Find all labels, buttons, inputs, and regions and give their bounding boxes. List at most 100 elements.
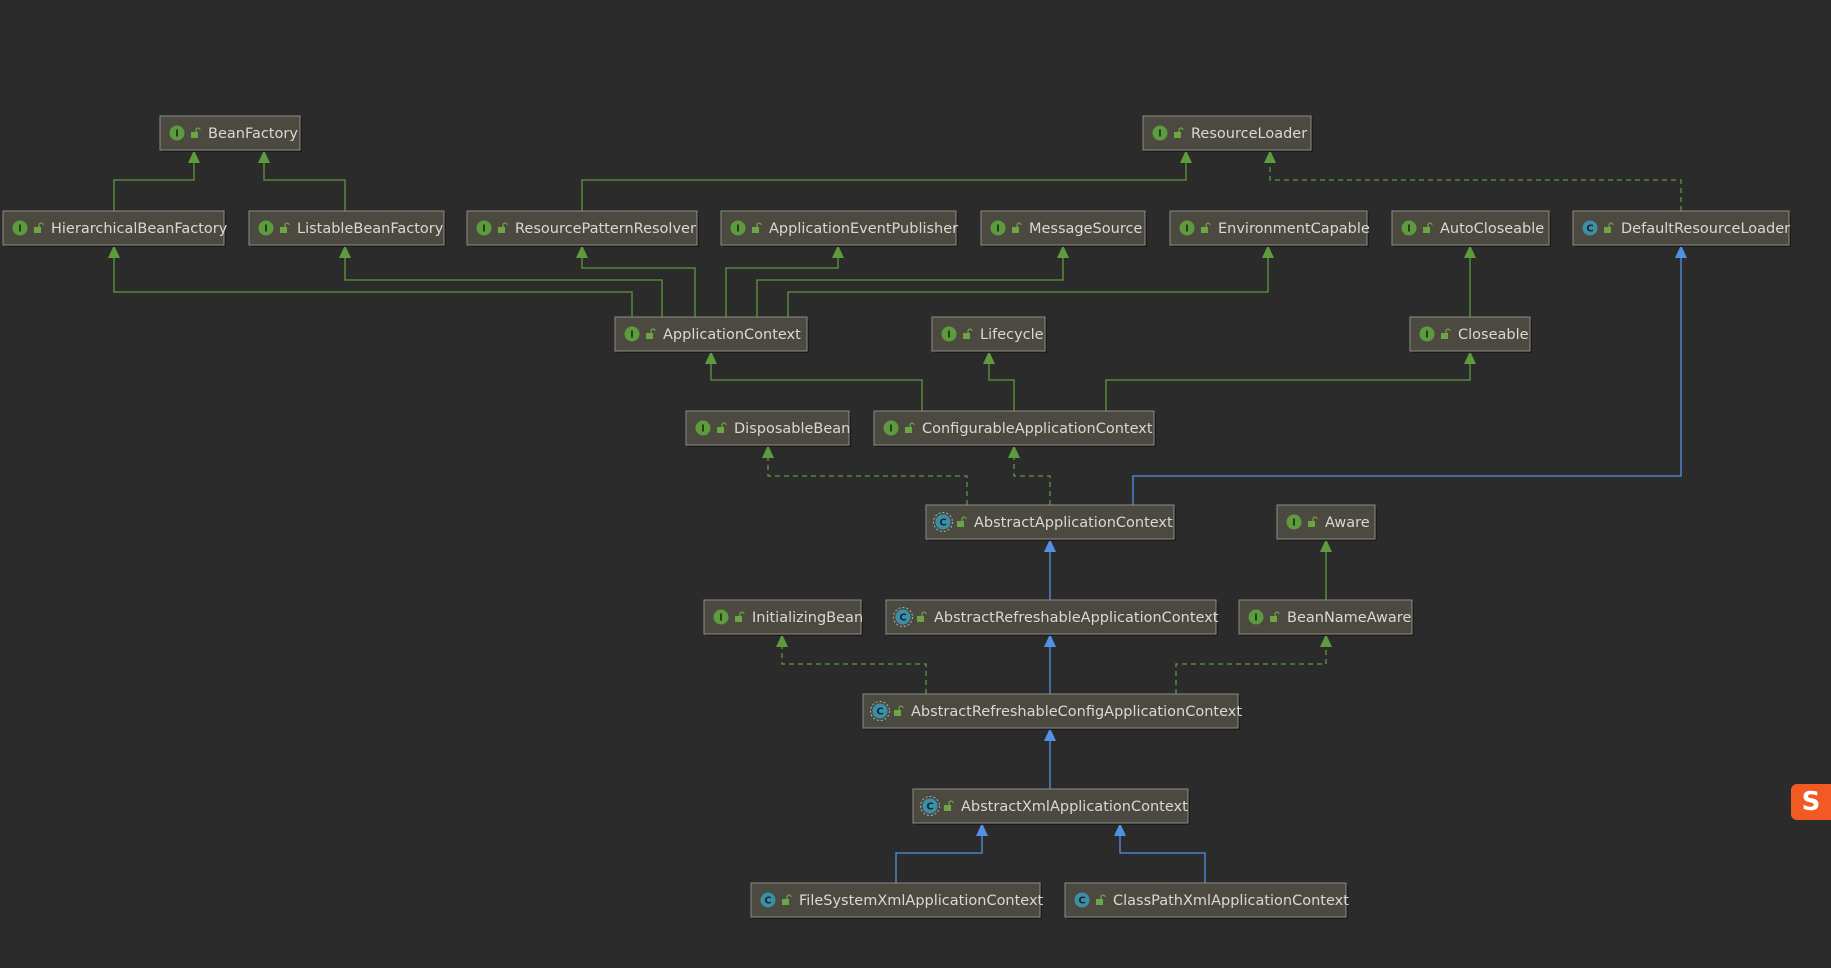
svg-text:I: I — [889, 424, 893, 435]
interface-icon: I — [883, 420, 899, 436]
edge-arrowhead-icon — [976, 823, 988, 836]
edge-arrowhead-icon — [762, 445, 774, 458]
interface-icon: I — [624, 326, 640, 342]
edge-line — [1119, 835, 1206, 883]
svg-text:C: C — [1586, 224, 1593, 235]
edge-arrowhead-icon — [1114, 823, 1126, 836]
node-environment-capable[interactable]: I EnvironmentCapable — [1169, 210, 1370, 247]
edge-line — [767, 457, 968, 505]
interface-icon: I — [12, 220, 28, 236]
interface-icon: I — [695, 420, 711, 436]
public-visibility-icon — [1270, 611, 1280, 622]
edge-line — [1013, 457, 1051, 505]
node-label: Closeable — [1458, 327, 1529, 343]
edge-arrowhead-icon — [108, 245, 120, 258]
node-label: ClassPathXmlApplicationContext — [1113, 893, 1349, 909]
edge-abstract-application-context-to-configurable-application-context — [1008, 445, 1051, 505]
node-box — [1391, 210, 1550, 246]
edge-line — [725, 257, 839, 317]
edge-arrowhead-icon — [1464, 245, 1476, 258]
edge-listable-bean-factory-to-bean-factory — [258, 150, 346, 211]
node-box — [1142, 115, 1312, 151]
interface-icon: I — [1419, 326, 1435, 342]
node-label: EnvironmentCapable — [1218, 221, 1370, 237]
public-visibility-icon — [498, 222, 508, 233]
edge-application-context-to-environment-capable — [787, 245, 1274, 317]
node-label: ApplicationContext — [663, 327, 801, 343]
edge-line — [1269, 162, 1682, 211]
edges-layer — [108, 150, 1687, 883]
public-visibility-icon — [717, 422, 727, 433]
svg-text:C: C — [939, 518, 946, 529]
node-box — [466, 210, 698, 246]
public-visibility-icon — [782, 894, 792, 905]
edge-arrowhead-icon — [1044, 634, 1056, 647]
svg-text:I: I — [18, 224, 22, 235]
edge-line — [113, 257, 633, 317]
public-visibility-icon — [917, 611, 927, 622]
interface-icon: I — [1286, 514, 1302, 530]
svg-text:C: C — [926, 802, 933, 813]
svg-text:I: I — [1158, 129, 1162, 140]
public-visibility-icon — [735, 611, 745, 622]
edge-abstract-application-context-to-disposable-bean — [762, 445, 968, 505]
edge-bean-name-aware-to-aware — [1320, 539, 1332, 600]
node-label: FileSystemXmlApplicationContext — [799, 893, 1044, 909]
public-visibility-icon — [1604, 222, 1614, 233]
svg-text:I: I — [1407, 224, 1411, 235]
node-application-context[interactable]: I ApplicationContext — [614, 316, 809, 353]
node-box — [1064, 882, 1347, 918]
edge-hierarchical-bean-factory-to-bean-factory — [113, 150, 200, 211]
edge-line — [1132, 257, 1682, 505]
abstract-class-icon: C — [920, 796, 940, 816]
interface-icon: I — [1248, 609, 1264, 625]
edge-arrowhead-icon — [339, 245, 351, 258]
public-visibility-icon — [963, 328, 973, 339]
edge-line — [895, 835, 983, 883]
edge-arrowhead-icon — [188, 150, 200, 163]
node-box — [1238, 599, 1413, 635]
public-visibility-icon — [1174, 127, 1184, 138]
interface-icon: I — [941, 326, 957, 342]
svg-text:I: I — [1425, 330, 1429, 341]
edge-line — [710, 363, 923, 411]
edge-file-system-xml-application-context-to-abstract-xml-application-context — [895, 823, 988, 883]
node-closeable[interactable]: I Closeable — [1409, 316, 1532, 353]
edge-abstract-refreshable-config-application-context-to-abstract-refreshable-application-context — [1044, 634, 1056, 694]
interface-icon: I — [1179, 220, 1195, 236]
interface-icon: I — [730, 220, 746, 236]
edge-line — [581, 162, 1187, 211]
sogou-ime-icon[interactable]: S — [1791, 784, 1831, 820]
public-visibility-icon — [944, 800, 954, 811]
public-visibility-icon — [1201, 222, 1211, 233]
edge-line — [1175, 646, 1327, 694]
node-label: MessageSource — [1029, 221, 1142, 237]
node-box — [703, 599, 862, 635]
public-visibility-icon — [957, 516, 967, 527]
edge-arrowhead-icon — [576, 245, 588, 258]
edge-abstract-application-context-to-default-resource-loader — [1132, 245, 1687, 505]
